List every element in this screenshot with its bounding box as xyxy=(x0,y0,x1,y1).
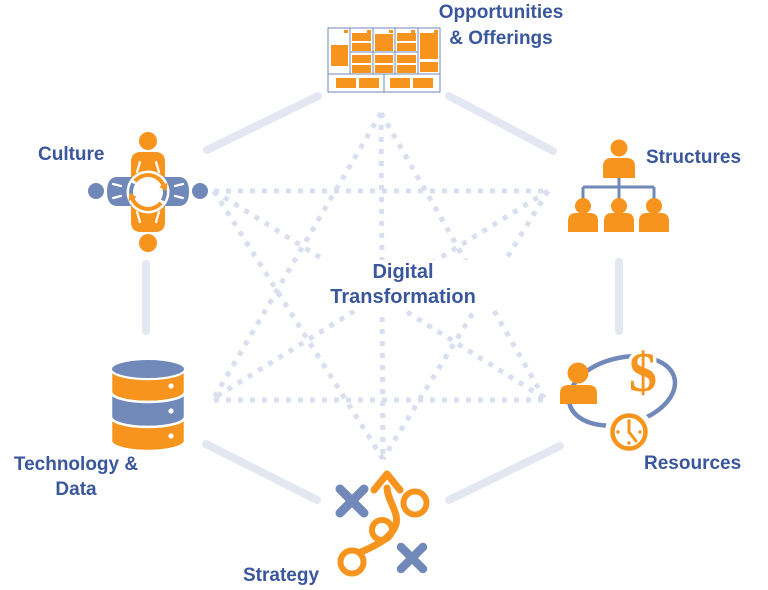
people-cycle-icon xyxy=(88,132,208,252)
technology-label: Technology & Data xyxy=(5,452,147,502)
dotted-culture-strategy xyxy=(211,189,386,461)
center-title-line-1: Digital xyxy=(372,261,434,283)
dotted-structures-strategy xyxy=(380,189,551,461)
center-title: Digital Transformation xyxy=(298,260,508,310)
dotted-opportunities-strategy xyxy=(378,112,386,460)
person-money-time-icon: $ xyxy=(560,339,678,456)
connector-structures-opportunities xyxy=(445,92,557,155)
business-model-canvas-icon xyxy=(327,27,441,93)
technology-label-line-1: Technology & xyxy=(13,454,139,475)
culture-label: Culture xyxy=(38,144,105,165)
opportunities-label: Opportunities & Offerings xyxy=(426,0,576,52)
center-title-line-2: Transformation xyxy=(330,286,476,308)
resources-label: Resources xyxy=(644,453,742,474)
opportunities-label-line-2: & Offerings xyxy=(449,28,553,49)
connector-technology-strategy xyxy=(202,440,321,504)
tactics-plan-icon xyxy=(335,470,430,577)
technology-label-line-2: Data xyxy=(55,479,97,500)
dotted-opportunities-technology xyxy=(211,111,384,400)
connector-culture-opportunities xyxy=(203,92,322,154)
org-chart-icon xyxy=(568,139,669,232)
cycle-arrows-icon xyxy=(128,173,168,211)
connector-resources-strategy xyxy=(445,442,564,504)
structures-label: Structures xyxy=(646,147,742,168)
opportunities-label-line-1: Opportunities xyxy=(438,2,564,23)
database-icon xyxy=(109,358,187,453)
dotted-opportunities-resources xyxy=(378,111,547,400)
canvas-sticky-notes xyxy=(331,30,438,88)
strategy-label: Strategy xyxy=(243,565,320,586)
clock-icon xyxy=(610,413,648,451)
dollar-sign-icon: $ xyxy=(629,342,657,404)
solid-connectors xyxy=(142,92,623,504)
